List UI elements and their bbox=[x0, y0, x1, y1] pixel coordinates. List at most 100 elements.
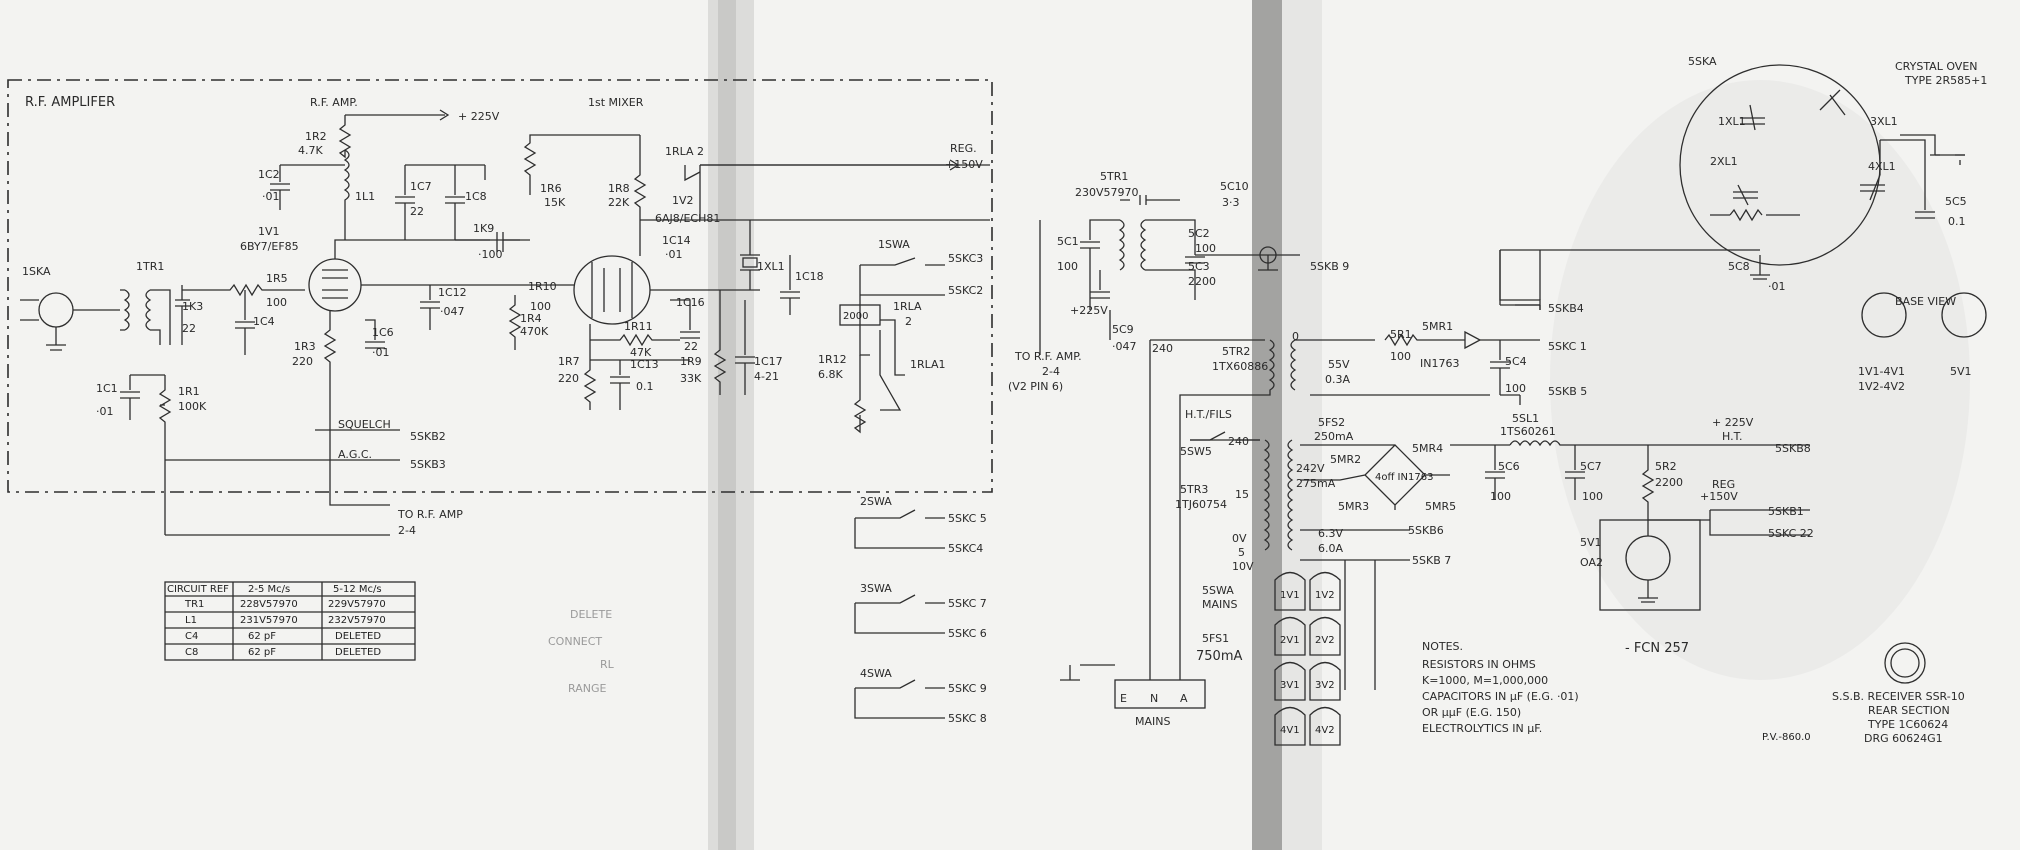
crystal-oven bbox=[1679, 64, 1987, 684]
pencil-delete: DELETE bbox=[570, 608, 612, 621]
label-1r1: 1R1 bbox=[178, 385, 200, 398]
conn-5skb2: 5SKB2 bbox=[410, 430, 446, 443]
tap-0: 0 bbox=[1292, 330, 1299, 343]
label-275ma: 275mA bbox=[1296, 477, 1336, 490]
table-cell: 229V57970 bbox=[328, 599, 386, 610]
rf-amp-title: R.F. AMP. bbox=[310, 96, 358, 109]
label-5c2: 5C2 bbox=[1188, 227, 1210, 240]
label-agc: A.G.C. bbox=[338, 448, 372, 461]
value-5c4: 100 bbox=[1505, 382, 1526, 395]
heater-2v2: 2V2 bbox=[1315, 635, 1335, 646]
value-5c3: 2200 bbox=[1188, 275, 1216, 288]
label-5tr2: 5TR2 bbox=[1222, 345, 1250, 358]
value-1c2: ·01 bbox=[262, 190, 280, 203]
label-1c12: 1C12 bbox=[438, 286, 467, 299]
label-1rla1: 1RLA1 bbox=[910, 358, 946, 371]
tube-label-2: 5V1 bbox=[1950, 365, 1972, 378]
conn-5skc1: 5SKC 1 bbox=[1548, 340, 1587, 353]
value-1c6: ·01 bbox=[372, 346, 390, 359]
value-1c1: ·01 bbox=[96, 405, 114, 418]
label-4swa: 4SWA bbox=[860, 667, 892, 680]
tap-240: 240 bbox=[1152, 342, 1173, 355]
type-5tr2: 1TX60886 bbox=[1212, 360, 1268, 373]
label-1c18: 1C18 bbox=[795, 270, 824, 283]
table-cell: C8 bbox=[185, 647, 198, 658]
pencil-rl: RL bbox=[600, 658, 615, 671]
conn-5skb7: 5SKB 7 bbox=[1412, 554, 1451, 567]
label-5c6: 5C6 bbox=[1498, 460, 1520, 473]
label-03a: 0.3A bbox=[1325, 373, 1350, 386]
notes-line: ELECTROLYTICS IN µF. bbox=[1422, 722, 1542, 735]
table-cell: DELETED bbox=[335, 631, 381, 642]
value-1r10: 100 bbox=[530, 300, 551, 313]
value-1r3: 220 bbox=[292, 355, 313, 368]
label-bridge: 4off IN1763 bbox=[1375, 472, 1433, 483]
terminal-e: E bbox=[1120, 692, 1127, 705]
conn-5skb8: 5SKB8 bbox=[1775, 442, 1811, 455]
pencil-range: RANGE bbox=[568, 682, 606, 695]
label-1r12: 1R12 bbox=[818, 353, 847, 366]
crystal-oven-type: TYPE 2R585+1 bbox=[1904, 74, 1987, 87]
1v2-tube bbox=[573, 255, 651, 325]
value-1r12: 6.8K bbox=[818, 368, 843, 381]
type-5tr3: 1TJ60754 bbox=[1175, 498, 1227, 511]
label-3xl1: 3XL1 bbox=[1870, 115, 1898, 128]
label-1r10: 1R10 bbox=[528, 280, 557, 293]
supply-5c9: +225V bbox=[1070, 304, 1108, 317]
rf-amp-section bbox=[20, 109, 530, 536]
label-2xl1: 2XL1 bbox=[1710, 155, 1738, 168]
label-5ska: 5SKA bbox=[1688, 55, 1717, 68]
label-to-rf-b: 2-4 bbox=[398, 524, 416, 537]
tap-240b: 240 bbox=[1228, 435, 1249, 448]
label-1c14: 1C14 bbox=[662, 234, 691, 247]
table-header-3: 5-12 Mc/s bbox=[333, 584, 382, 595]
label-5r2: 5R2 bbox=[1655, 460, 1677, 473]
value-5c5: 0.1 bbox=[1948, 215, 1966, 228]
label-5mr3: 5MR3 bbox=[1338, 500, 1369, 513]
label-4xl1: 4XL1 bbox=[1868, 160, 1896, 173]
value-5r1: 100 bbox=[1390, 350, 1411, 363]
rf-amplifier-title: R.F. AMPLIFER bbox=[25, 95, 115, 110]
supply-reg-b: REG bbox=[1712, 478, 1735, 491]
value-1r5: 100 bbox=[266, 296, 287, 309]
value-1rla-coil: 2000 bbox=[843, 311, 868, 322]
label-1l1: 1L1 bbox=[355, 190, 375, 203]
notes-title: NOTES. bbox=[1422, 640, 1463, 653]
label-5c4: 5C4 bbox=[1505, 355, 1527, 368]
supply-reg-150b: +150V bbox=[1700, 490, 1738, 503]
value-5r2: 2200 bbox=[1655, 476, 1683, 489]
terminal-a: A bbox=[1180, 692, 1188, 705]
conn-5skc22: 5SKC 22 bbox=[1768, 527, 1814, 540]
circuit-table: CIRCUIT REF 2-5 Mc/s 5-12 Mc/s TR1 228V5… bbox=[167, 584, 386, 658]
heater-4v2: 4V2 bbox=[1315, 725, 1335, 736]
label-5mr5: 5MR5 bbox=[1425, 500, 1456, 513]
label-mains-sw: MAINS bbox=[1202, 598, 1237, 611]
hand-shadow bbox=[1550, 80, 1970, 680]
crystal-oven-title: CRYSTAL OVEN bbox=[1895, 60, 1978, 73]
value-1c12: ·047 bbox=[440, 305, 465, 318]
label-5mr4: 5MR4 bbox=[1412, 442, 1443, 455]
tap-5: 5 bbox=[1238, 546, 1245, 559]
label-1r11: 1R11 bbox=[624, 320, 653, 333]
base-view-2 bbox=[1941, 292, 1987, 338]
label-1r9: 1R9 bbox=[680, 355, 702, 368]
label-1r5: 1R5 bbox=[266, 272, 288, 285]
conn-5skb3: 5SKB3 bbox=[410, 458, 446, 471]
value-1k3: 22 bbox=[182, 322, 196, 335]
title-line-2: REAR SECTION bbox=[1868, 704, 1950, 717]
supply-reg-150: +150V bbox=[945, 158, 983, 171]
label-55v: 55V bbox=[1328, 358, 1350, 371]
conn-5skc2: 5SKC2 bbox=[948, 284, 983, 297]
circuit-table-grid bbox=[164, 581, 416, 661]
conn-5skc5: 5SKC 5 bbox=[948, 512, 987, 525]
label-1c6: 1C6 bbox=[372, 326, 394, 339]
title-line-1: S.S.B. RECEIVER SSR-10 bbox=[1832, 690, 1965, 703]
label-5swa: 5SWA bbox=[1202, 584, 1234, 597]
heater-2v1: 2V1 bbox=[1280, 635, 1300, 646]
conn-5skc3: 5SKC3 bbox=[948, 252, 983, 265]
type-1v2: 6AJ8/ECH81 bbox=[655, 212, 720, 225]
label-1k9: 1K9 bbox=[473, 222, 494, 235]
value-5fs2: 250mA bbox=[1314, 430, 1354, 443]
label-1xl1: 1XL1 bbox=[757, 260, 785, 273]
